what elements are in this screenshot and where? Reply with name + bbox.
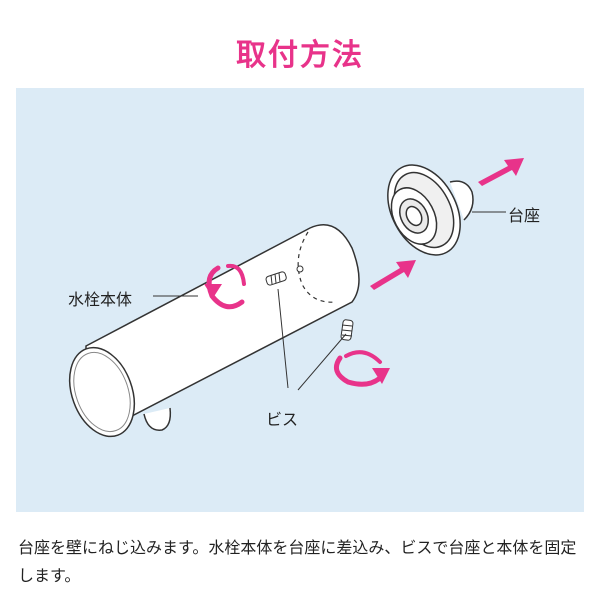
push-arrow-right-icon: [478, 158, 524, 186]
page-title: 取付方法: [236, 38, 364, 73]
faucet-body: [68, 224, 360, 438]
rotate-arrow-lower-icon: [333, 350, 390, 387]
base-fitting: [387, 164, 474, 256]
rotate-arrow-head-icon: [204, 284, 222, 298]
label-base: 台座: [508, 206, 541, 225]
faucet-screw-hole: [296, 265, 304, 273]
installation-diagram: [68, 158, 524, 438]
faucet-front-face: [68, 346, 136, 438]
leader-lines: [153, 211, 506, 391]
rotate-arrow-back-icon: [226, 263, 246, 286]
label-screw: ビス: [266, 410, 299, 429]
diagram-panel: 水栓本体 ビス 台座: [16, 88, 584, 512]
label-faucet-body: 水栓本体: [68, 290, 133, 309]
faucet-bottom-nub: [143, 407, 172, 431]
caption-text: 台座を壁にねじ込みます。水栓本体を台座に差込み、ビスで台座と本体を固定します。: [18, 538, 577, 585]
faucet-rear-dashed: [297, 231, 337, 303]
faucet-front-face-inner: [73, 351, 131, 433]
push-arrow-icon: [370, 260, 416, 290]
upper-screw: [265, 271, 287, 286]
lower-screw: [340, 319, 354, 341]
